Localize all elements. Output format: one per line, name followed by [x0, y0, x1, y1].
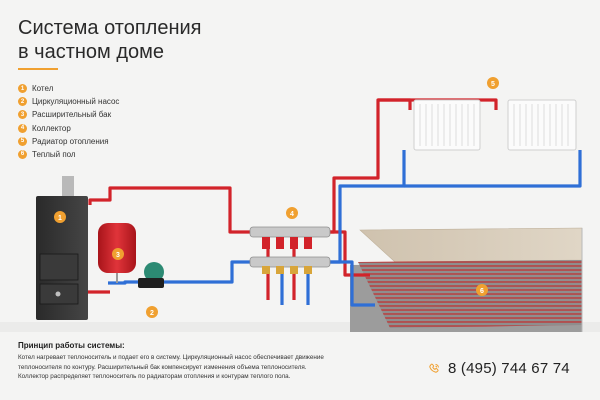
manifold-red-valve	[276, 237, 284, 249]
principle-title: Принцип работы системы:	[18, 341, 125, 350]
marker-3: 3	[112, 248, 124, 260]
legend-number-badge: 3	[18, 110, 27, 120]
principle-line: теплоносителя по контуру. Расширительный…	[18, 363, 307, 371]
marker-1: 1	[54, 211, 66, 223]
manifold-supply-bar	[249, 226, 331, 238]
principle-line: Коллектор распределяет теплоноситель по …	[18, 373, 291, 381]
principle-line: Котел нагревает теплоноситель и подает е…	[18, 354, 324, 361]
boiler-chimney	[62, 176, 74, 196]
floor-top-layer	[359, 227, 583, 263]
radiator-1	[413, 99, 481, 151]
underfloor-heating	[350, 227, 583, 332]
manifold-red-valve	[262, 237, 270, 249]
marker-3-label: 3	[116, 252, 120, 259]
manifold-brass-valve	[290, 266, 298, 274]
circulation-pump	[138, 262, 164, 288]
manifold-red-valve	[290, 237, 298, 249]
manifold-red-valve	[304, 237, 312, 249]
legend-item: 6 Теплый пол	[18, 148, 119, 161]
legend-item: 3 Расширительный бак	[18, 108, 119, 121]
marker-2-label: 2	[150, 310, 154, 317]
pump-motor	[144, 262, 164, 282]
phone-number[interactable]: 8 (495) 744 67 74	[448, 360, 570, 377]
legend-label: Котел	[32, 84, 54, 93]
pump-housing	[138, 278, 164, 288]
legend-label: Теплый пол	[32, 149, 76, 159]
manifold-collector	[249, 226, 331, 274]
legend-label: Коллектор	[32, 123, 71, 133]
boiler-hot-pipe	[88, 186, 250, 234]
legend-number-badge: 5	[18, 136, 27, 146]
heating-coil	[358, 260, 582, 328]
phone-icon	[429, 363, 439, 373]
marker-4: 4	[286, 207, 298, 219]
legend-item: 2 Циркуляционный насос	[18, 95, 119, 108]
floor-line	[0, 322, 600, 332]
boiler	[36, 176, 88, 320]
legend-number-badge: 6	[18, 149, 27, 159]
marker-4-label: 4	[290, 211, 294, 218]
legend-number-badge: 2	[18, 97, 27, 107]
floor-cold-pipe	[330, 260, 375, 307]
radiator-2-cold-pipe	[404, 150, 582, 188]
expansion-tank	[98, 223, 136, 283]
legend-label: Циркуляционный насос	[32, 97, 120, 107]
marker-5-label: 5	[491, 81, 495, 88]
marker-1-label: 1	[58, 215, 62, 222]
legend-item: 4 Коллектор	[18, 122, 119, 135]
legend-number-badge: 4	[18, 123, 27, 133]
manifold-return-bar	[249, 256, 331, 268]
manifold-brass-valve	[276, 266, 284, 274]
marker-6: 6	[476, 284, 488, 296]
title-line-1: Система отопления	[18, 17, 202, 39]
legend-item: 5 Радиатор отопления	[18, 135, 119, 148]
boiler-knob	[55, 291, 61, 297]
pump-cold-pipe	[108, 260, 250, 285]
legend: 1 Котел 2 Циркуляционный насос 3 Расширител…	[18, 82, 119, 161]
floor-hot-pipe	[330, 230, 370, 277]
legend-number-badge: 1	[18, 84, 27, 93]
legend-label: Расширительный бак	[32, 110, 112, 120]
marker-6-label: 6	[480, 288, 484, 295]
boiler-door	[39, 253, 79, 281]
title-line-2: в частном доме	[18, 41, 165, 63]
marker-5: 5	[487, 77, 499, 89]
principle-text: Котел нагревает теплоноситель и подает е…	[18, 353, 378, 382]
legend-label: Радиатор отопления	[32, 136, 109, 146]
radiator-2	[507, 99, 577, 151]
marker-2: 2	[146, 306, 158, 318]
phone-block[interactable]: 8 (495) 744 67 74	[428, 360, 570, 377]
manifold-brass-valve	[262, 266, 270, 274]
title-underline	[18, 68, 58, 70]
page-title: Система отопления в частном доме	[18, 16, 202, 64]
tank-body	[98, 223, 136, 273]
legend-item: 1 Котел	[18, 82, 119, 95]
manifold-brass-valve	[304, 266, 312, 274]
radiator-1-hot-pipe	[330, 98, 412, 234]
